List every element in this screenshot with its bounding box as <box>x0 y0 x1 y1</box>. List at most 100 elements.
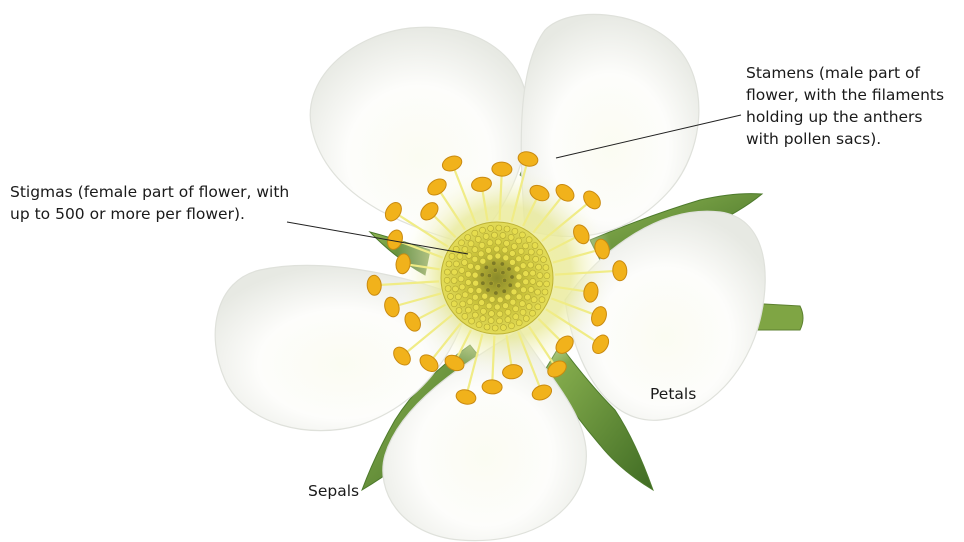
petals-label: Petals <box>650 383 696 405</box>
stigma-dot <box>507 267 511 271</box>
stigma-dot <box>449 253 455 259</box>
stigma-dot <box>488 225 494 231</box>
stigma-dot <box>539 297 545 303</box>
stamens-label: Stamens (male part of flower, with the f… <box>746 62 944 150</box>
stigma-dot <box>444 269 450 275</box>
stigma-dot <box>468 287 474 293</box>
stigma-dot <box>520 263 526 269</box>
stigma-dot <box>487 254 493 260</box>
stigma-dot <box>510 299 516 305</box>
stigma-dot <box>468 241 474 247</box>
stigma-dot <box>518 248 524 254</box>
anther <box>482 379 503 394</box>
stigma-dot <box>487 273 491 277</box>
stigma-dot <box>528 287 534 293</box>
stigma-dot <box>453 261 459 267</box>
stigma-dot <box>528 249 534 255</box>
stigma-dot <box>500 262 504 266</box>
stigma-dot <box>500 325 506 331</box>
stigma-dot <box>500 232 506 238</box>
stigma-dot <box>465 307 471 313</box>
stigma-dot <box>531 297 537 303</box>
stigma-dot <box>494 246 500 252</box>
stigma-dot <box>505 309 511 315</box>
stigma-dot <box>510 275 514 279</box>
stigma-dot <box>541 257 547 263</box>
stigma-dot <box>535 304 541 310</box>
stigma-dot <box>465 235 471 241</box>
stigma-dot <box>451 269 457 275</box>
stigma-dot <box>503 303 509 309</box>
stigma-dot <box>511 289 517 295</box>
stigma-dot <box>521 287 527 293</box>
stigma-dot <box>537 281 543 287</box>
stigma-dot <box>472 230 478 236</box>
stigma-dot <box>476 322 482 328</box>
stigma-dot <box>489 281 493 285</box>
stigma-dot <box>537 273 543 279</box>
stigma-dot <box>486 303 492 309</box>
stigma-dot <box>462 292 468 298</box>
stigma-dot <box>483 233 489 239</box>
stigma-dot <box>497 297 503 303</box>
stigma-dot <box>516 320 522 326</box>
stigma-dot <box>493 268 497 272</box>
stigma-dot <box>492 232 498 238</box>
stigma-dot <box>512 228 518 234</box>
stigma-dot <box>472 272 478 278</box>
stigma-dot <box>494 291 498 295</box>
stigma-dot <box>472 256 478 262</box>
stigma-dot <box>516 274 522 280</box>
stigma-dot <box>497 311 503 317</box>
stigma-dot <box>515 282 521 288</box>
stigma-dot <box>519 232 525 238</box>
stigma-dot <box>525 294 531 300</box>
stigma-dot <box>508 234 514 240</box>
stigma-dot <box>496 225 502 231</box>
stigma-dot <box>530 278 536 284</box>
stigma-dot <box>528 262 534 268</box>
stigma-dot <box>451 301 457 307</box>
stigma-dot <box>459 267 465 273</box>
stigma-dot <box>486 247 492 253</box>
stigma-dot <box>459 284 465 290</box>
stigma-dot <box>533 256 539 262</box>
stigma-dot <box>473 304 479 310</box>
stigma-dot <box>480 316 486 322</box>
stigma-dot <box>469 318 475 324</box>
stigmas-label-line: up to 500 or more per flower). <box>10 203 289 225</box>
stigma-dot <box>480 273 484 277</box>
stigma-dot <box>492 325 498 331</box>
stigma-dot <box>445 286 451 292</box>
anther <box>492 162 513 177</box>
stigma-dot <box>468 263 474 269</box>
stigma-dot <box>523 243 529 249</box>
stigma-dot <box>479 300 485 306</box>
stigma-dot <box>479 242 485 248</box>
stigma-dot <box>494 304 500 310</box>
stigma-dot <box>495 253 501 259</box>
stigma-dot <box>523 271 529 277</box>
stigma-dot <box>516 256 522 262</box>
stigmas-label: Stigmas (female part of flower, with up … <box>10 181 289 225</box>
stigma-dot <box>488 318 494 324</box>
stigma-dot <box>465 279 471 285</box>
stigma-dot <box>462 313 468 319</box>
stigma-dot <box>472 294 478 300</box>
stigma-dot <box>475 236 481 242</box>
stigma-dot <box>448 293 454 299</box>
stigma-dot <box>501 270 505 274</box>
stigma-dot <box>544 273 550 279</box>
stigma-dot <box>489 296 495 302</box>
stigma-dot <box>514 266 520 272</box>
stigma-dot <box>455 294 461 300</box>
stigma-dot <box>486 288 490 292</box>
stigma-dot <box>513 306 519 312</box>
stigma-dot <box>526 304 532 310</box>
stigma-dot <box>513 314 519 320</box>
stigma-dot <box>543 265 549 271</box>
stigma-dot <box>476 288 482 294</box>
stigma-dot <box>482 293 488 299</box>
stamens-label-line: holding up the anthers <box>746 106 944 128</box>
stigma-dot <box>536 264 542 270</box>
